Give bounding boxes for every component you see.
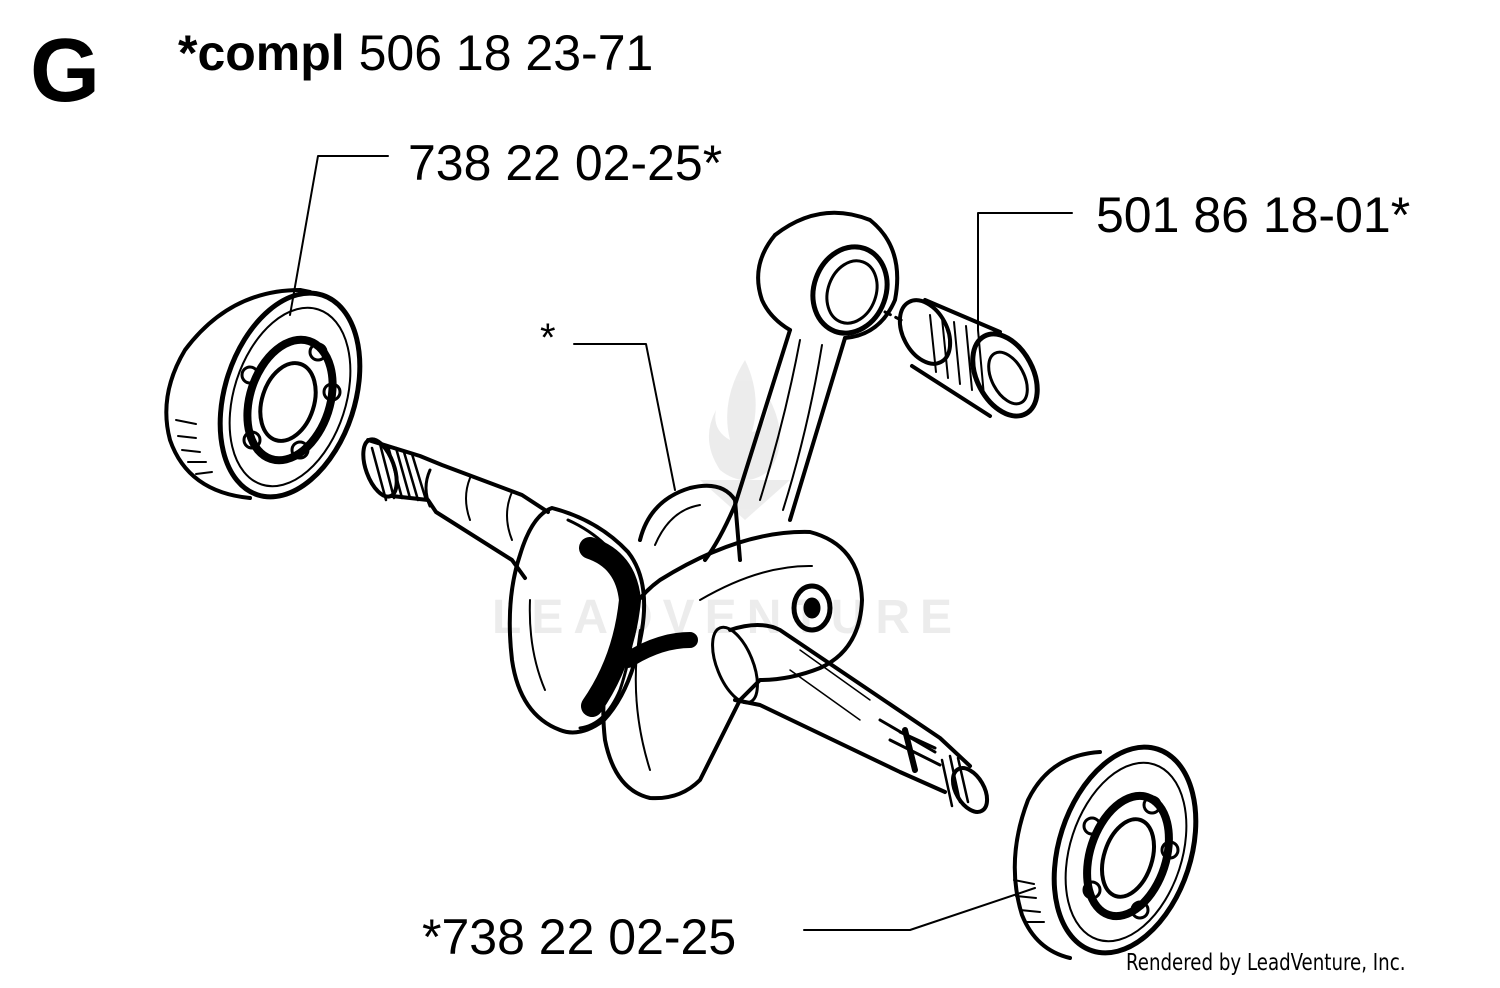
leader-bearing-bottom [803,887,1036,931]
footer-credit: Rendered by LeadVenture, Inc. [1126,950,1406,976]
crank-pin [638,483,742,562]
leader-lines [289,155,1073,931]
crank-web-right [601,529,864,801]
section-letter: G [30,21,101,121]
assembly-title: *compl 506 18 23-71 [178,28,653,78]
part-label-needle-bearing[interactable]: 501 86 18-01* [1096,187,1411,243]
leader-bearing-top [289,155,389,316]
ball-bearing-top-left [164,288,363,500]
part-label-bearing-top[interactable]: 738 22 02-25* [408,135,723,191]
leader-crankshaft [573,343,676,491]
leader-needle-bearing [977,212,1073,331]
assembly-number: 506 18 23-71 [358,25,654,81]
watermark-logo [700,360,790,520]
needle-bearing [883,298,1040,419]
crankshaft-right-shaft [711,623,990,814]
ball-bearing-bottom-right [1012,744,1199,960]
connecting-rod [703,210,900,562]
part-label-crankshaft[interactable]: * [540,316,556,360]
part-label-bearing-bottom[interactable]: *738 22 02-25 [422,909,737,965]
watermark-text: LEADVENTURE [492,591,963,644]
assembly-prefix: *compl [178,25,345,81]
